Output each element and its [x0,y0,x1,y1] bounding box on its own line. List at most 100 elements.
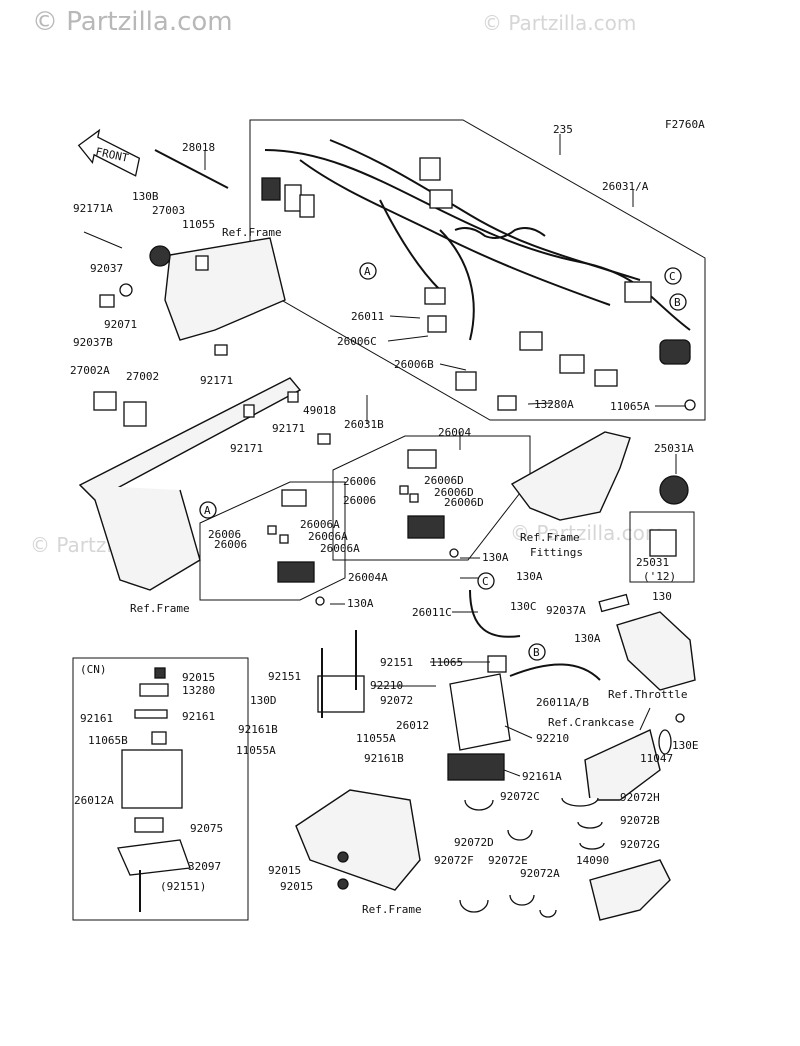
part-label: 92171A [73,202,113,215]
part-label: 92075 [190,822,223,835]
part-label: 130A [347,597,374,610]
part-label: 130A [574,632,601,645]
callout-C-circle-2 [477,572,495,590]
part-label: 26006A [300,518,340,531]
part-label: 130A [482,551,509,564]
part-label: 92072C [500,790,540,803]
left-frame-icon [78,377,331,591]
part-label: (92151) [160,880,206,893]
part-label: 26031/A [602,180,649,193]
part-label: 27002A [70,364,110,377]
watermark-main: © Partzilla.com [32,7,233,37]
part-label: 26006D [434,486,474,499]
part-label: 92072D [454,836,494,849]
part-label: 92161 [182,710,215,723]
part-label: 92037 [90,262,123,275]
part-label: 92015 [182,671,215,684]
regulator-25031-frame [629,511,695,583]
part-label: 92071 [104,318,137,331]
cn-battery-icon [117,667,191,912]
part-label: 92015 [280,880,313,893]
figure-code: F2760A [665,118,705,131]
clamps-icon [459,797,671,921]
callout-B-circle-2 [528,643,546,661]
battery-cable-icon [317,589,601,781]
part-label: 26006A [320,542,360,555]
part-label: 92151 [380,656,413,669]
part-label: 25031 [636,556,669,569]
part-label: 11055 [182,218,215,231]
part-label: 92072 [380,694,413,707]
leader-lines [204,134,686,777]
part-label: 26031B [344,418,384,431]
fuse-box-icon [399,449,459,558]
callout-C-2: C [482,575,489,588]
part-label: 26012 [396,719,429,732]
part-label: 11065 [430,656,463,669]
part-label: 130D [250,694,277,707]
part-label: 13280A [534,398,574,411]
callout-C-circle-1 [664,267,682,285]
part-label: Ref.Throttle [608,688,687,701]
part-label: 27002 [126,370,159,383]
part-label: 92171 [200,374,233,387]
callout-B-2: B [533,646,540,659]
part-label: 14090 [576,854,609,867]
part-label: 130 [652,590,672,603]
part-label: 130A [516,570,543,583]
callout-A-2: A [204,504,211,517]
callout-A-circle-2 [199,501,217,519]
part-label: 11065B [88,734,128,747]
callout-B-1: B [674,296,681,309]
crankcase-clamp-icon [584,713,685,801]
part-label: 26011 [351,310,384,323]
part-label: 92072G [620,838,660,851]
part-label: 11055A [356,732,396,745]
part-label: 92161B [364,752,404,765]
part-labels: 235 26031/A 28018 92171A 130B 27003 1105… [70,123,699,916]
part-label: 28018 [182,141,215,154]
part-label: 92161A [522,770,562,783]
part-label: 92072E [488,854,528,867]
battery-tray-icon [295,789,421,891]
part-label: 26004A [348,571,388,584]
part-label: 26006 [214,538,247,551]
part-label: 26006D [424,474,464,487]
part-label: 92171 [272,422,305,435]
part-label: ('12) [643,570,676,583]
part-label: 235 [553,123,573,136]
part-label: Ref.Frame [222,226,282,239]
main-harness-box [249,119,706,421]
part-label: 130B [132,190,159,203]
part-label: 92072F [434,854,474,867]
part-label: 26006 [343,475,376,488]
part-label: 92072A [520,867,560,880]
part-label: Ref.Frame [520,531,580,544]
part-label: 49018 [303,404,336,417]
part-label: 92161B [238,723,278,736]
watermark-top-right: © Partzilla.com [482,11,636,35]
part-label: 130C [510,600,537,613]
callout-A-circle-1 [359,262,377,280]
frame-fittings-icon [510,431,689,557]
cn-variant-frame [72,657,249,921]
part-label: 26006 [208,528,241,541]
cn-label: (CN) [80,663,107,676]
part-label: 26006 [343,494,376,507]
part-label: 32097 [188,860,221,873]
part-label: 11047 [640,752,673,765]
part-label: 26012A [74,794,114,807]
watermark-mid-right: © Partzilla.com [510,521,664,545]
part-label: Fittings [530,546,583,559]
part-label: 92037B [73,336,113,349]
fuse-box-26004A-frame [199,481,346,601]
throttle-body-icon [598,593,696,691]
callout-A-1: A [364,265,371,278]
callout-C-1: C [669,270,676,283]
part-label: 130E [672,739,699,752]
part-label: 25031A [654,442,694,455]
part-label: 26011C [412,606,452,619]
part-label: 92037A [546,604,586,617]
horn-bracket-icon [83,149,286,356]
